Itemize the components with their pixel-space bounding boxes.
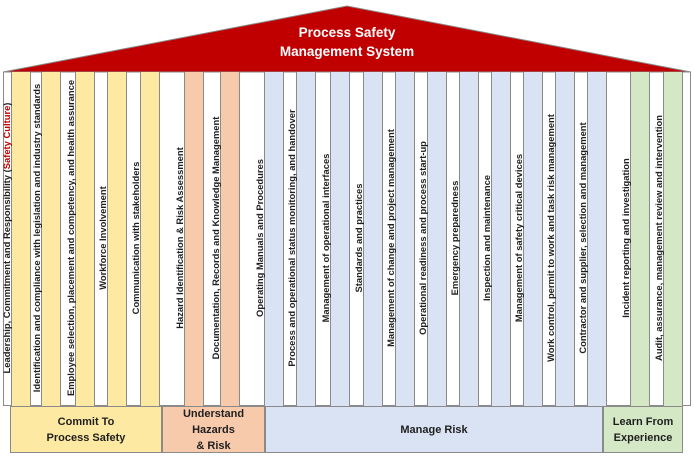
pillar-20: Audit, assurance, management review and …: [653, 72, 683, 406]
pillar-label: Incident reporting and investigation: [620, 158, 631, 318]
pillar-5: Communication with stakeholders: [130, 72, 160, 406]
roof-title-line-2: Management System: [279, 44, 415, 59]
pillar-label: Documentation, Records and Knowledge Man…: [210, 116, 221, 360]
pillar-label: Inspection and maintenance: [481, 174, 492, 302]
pillar-label: Operational readiness and process start-…: [417, 141, 428, 335]
foundation-label-line-1: Manage Risk: [400, 423, 468, 436]
pillar-label: Operating Manuals and Procedures: [254, 159, 265, 317]
pillar-label: Workforce Involvement: [97, 186, 108, 290]
foundation-label-line-2: & Risk: [196, 439, 231, 452]
pillar-label: Leadership, Commitment and Responsibilit…: [1, 102, 12, 374]
pillar-6: Hazard Identification & Risk Assessment: [174, 72, 204, 406]
pillar-1: Leadership, Commitment and Responsibilit…: [1, 72, 31, 406]
foundation-manage: Manage Risk: [265, 406, 603, 453]
pillar-2: Identification and compliance with legis…: [31, 72, 61, 406]
pillar-12: Management of change and project managem…: [385, 72, 415, 406]
safety-culture-highlight: Safety Culture: [1, 105, 12, 170]
pillar-label: Contractor and supplier, selection and m…: [577, 122, 588, 354]
foundation-label-line-2: Experience: [613, 431, 673, 444]
pillar-18: Contractor and supplier, selection and m…: [577, 72, 607, 406]
pillar-13: Operational readiness and process start-…: [417, 72, 447, 406]
pillar-label: Audit, assurance, management review and …: [653, 115, 664, 361]
pillar-label: Emergency preparedness: [449, 180, 460, 296]
foundation-understand: Understand Hazards & Risk: [162, 406, 265, 453]
pillar-label: Management of safety critical devices: [513, 153, 524, 323]
pillar-3: Employee selection, placement and compet…: [65, 72, 95, 406]
pillar-label: Employee selection, placement and compet…: [65, 79, 76, 397]
pillar-4: Workforce Involvement: [97, 72, 127, 406]
pillar-label: Standards and practices: [353, 183, 364, 293]
pillar-8: Operating Manuals and Procedures: [254, 72, 284, 406]
foundation-label-line-2: Process Safety: [46, 431, 126, 444]
pillar-17: Work control, permit to work and task ri…: [545, 72, 575, 406]
pillar-9: Process and operational status monitorin…: [286, 72, 316, 406]
foundation-label-line-1: Learn From: [612, 415, 674, 428]
pillar-label: Process and operational status monitorin…: [286, 109, 297, 367]
pillar-7: Documentation, Records and Knowledge Man…: [210, 72, 240, 406]
pillar-11: Standards and practices: [353, 72, 383, 406]
pillar-label: Management of operational interfaces: [320, 153, 331, 323]
pillar-19: Incident reporting and investigation: [620, 72, 650, 406]
pillar-10: Management of operational interfaces: [320, 72, 350, 406]
pillar-label: Identification and compliance with legis…: [31, 83, 42, 393]
foundation-label-line-1: Commit To: [57, 415, 115, 428]
pillar-label: Hazard Identification & Risk Assessment: [174, 147, 185, 329]
pillar-label: Communication with stakeholders: [130, 161, 141, 315]
pillar-15: Inspection and maintenance: [481, 72, 511, 406]
pillar-14: Emergency preparedness: [449, 72, 479, 406]
foundation-commit: Commit To Process Safety: [10, 406, 162, 453]
pillar-label: Work control, permit to work and task ri…: [545, 114, 556, 362]
foundation-label-line-1: Understand Hazards: [182, 407, 245, 436]
pillar-label: Management of change and project managem…: [385, 129, 396, 347]
pillar-16: Management of safety critical devices: [513, 72, 543, 406]
roof-title-line-1: Process Safety: [298, 25, 396, 40]
